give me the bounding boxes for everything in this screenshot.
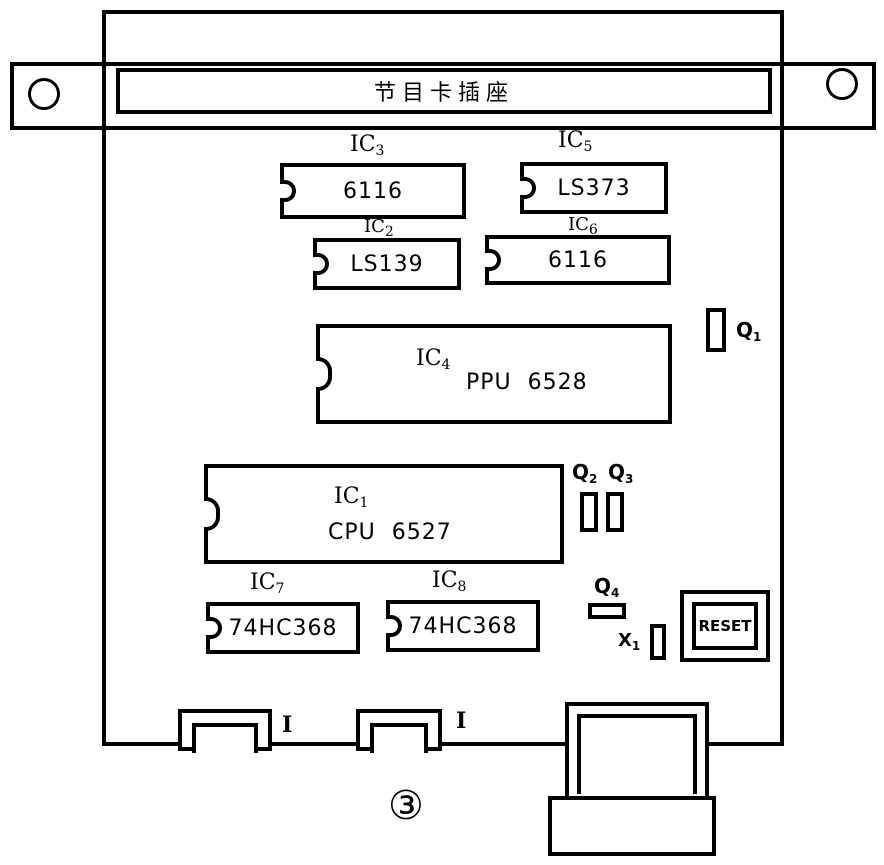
chip-ic8: 74HC368 <box>386 600 540 652</box>
ic1-label: IC1 <box>334 484 369 511</box>
chip-ic3: 6116 <box>280 163 466 219</box>
ic2-label: IC2 <box>364 216 394 240</box>
chip-notch <box>206 617 222 639</box>
controller-port-1 <box>178 709 272 753</box>
chip-ic5: LS373 <box>520 162 668 214</box>
ic8-label: IC8 <box>432 568 467 595</box>
chip-ic4-part: PPU 6528 <box>466 370 588 395</box>
ic4-label: IC4 <box>416 346 451 373</box>
crystal-x1 <box>650 624 666 660</box>
mounting-hole-left <box>28 78 60 110</box>
chip-ic4-ppu: IC4 PPU 6528 <box>316 324 672 424</box>
controller-port-1-inner <box>192 723 258 753</box>
x1-label: X1 <box>618 630 641 653</box>
chip-notch <box>520 177 536 199</box>
mounting-bracket <box>10 62 876 130</box>
cartridge-slot: 节目卡插座 <box>116 68 772 114</box>
transistor-q1 <box>706 308 726 352</box>
av-connector <box>565 702 709 802</box>
transistor-q3 <box>606 492 624 532</box>
q1-label: Q1 <box>736 318 762 344</box>
transistor-q4 <box>588 603 626 619</box>
chip-ic6: 6116 <box>485 235 671 285</box>
port-1-label: I <box>282 712 293 738</box>
chip-ic2: LS139 <box>313 238 461 290</box>
chip-notch <box>204 497 220 531</box>
figure-number: ③ <box>388 783 424 829</box>
chip-notch <box>386 615 402 637</box>
av-connector-inner <box>577 714 697 794</box>
chip-notch <box>485 249 501 271</box>
reset-button-cap[interactable]: RESET <box>692 602 758 650</box>
chip-ic1-part: CPU 6527 <box>328 520 452 545</box>
chip-ic7-part: 74HC368 <box>228 615 338 641</box>
reset-button[interactable]: RESET <box>680 590 770 662</box>
chip-notch <box>316 357 332 391</box>
chip-ic2-part: LS139 <box>350 251 424 277</box>
q3-label: Q3 <box>608 460 634 486</box>
chip-ic6-part: 6116 <box>548 247 608 273</box>
transistor-q2 <box>580 492 598 532</box>
chip-ic3-part: 6116 <box>343 178 403 204</box>
ic6-label: IC6 <box>568 214 598 238</box>
controller-port-2-inner <box>370 723 428 753</box>
av-connector-plug <box>548 796 716 856</box>
ic7-label: IC7 <box>250 570 285 597</box>
controller-port-2 <box>356 709 442 753</box>
mounting-hole-right <box>826 68 858 100</box>
chip-notch <box>313 253 329 275</box>
chip-ic1-cpu: IC1 CPU 6527 <box>204 464 564 564</box>
port-2-label: I <box>456 708 467 734</box>
chip-ic7: 74HC368 <box>206 602 360 654</box>
chip-ic8-part: 74HC368 <box>408 613 518 639</box>
chip-ic5-part: LS373 <box>557 175 631 201</box>
chip-notch <box>280 180 296 202</box>
q2-label: Q2 <box>572 460 598 486</box>
ic5-label: IC5 <box>558 128 593 155</box>
ic3-label: IC3 <box>350 132 385 159</box>
reset-button-label: RESET <box>698 617 752 635</box>
cartridge-slot-label: 节目卡插座 <box>373 81 514 106</box>
q4-label: Q4 <box>594 574 620 600</box>
